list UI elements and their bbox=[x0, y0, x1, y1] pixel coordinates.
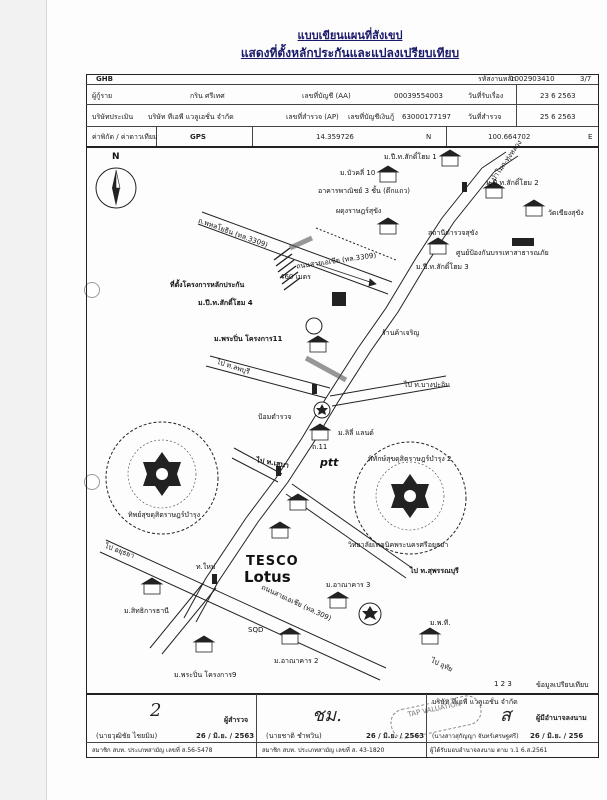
request-date-label: วันที่รับเรื่อง bbox=[468, 92, 504, 100]
compass-icon bbox=[95, 167, 137, 209]
doc-subtitle: แสดงที่ตั้งหลักประกันและแปลงเปรียบเทียบ bbox=[240, 46, 460, 60]
company-label: บริษัทประเมิน bbox=[92, 113, 134, 121]
label-school: ผดุงราษฎร์สุขัง bbox=[336, 207, 382, 215]
lotus-logo: Lotus bbox=[244, 568, 291, 586]
signature-table bbox=[86, 694, 599, 758]
info-table bbox=[86, 74, 599, 148]
shop-icon bbox=[305, 317, 323, 335]
survey-date-label: วันที่สำรวจ bbox=[468, 113, 502, 121]
authorized-license: ผู้ได้รับมอบอำนาจลงนาม ตาม ว.1 6.ส.2561 bbox=[430, 747, 548, 754]
label-to-tapra: ไป ท.สุพรรณบุรี bbox=[410, 567, 459, 575]
page-no: 3/7 bbox=[580, 75, 592, 83]
label-distance: 460 เมตร bbox=[280, 273, 311, 281]
label-police-post: ป้อมตำรวจ bbox=[258, 413, 292, 421]
request-date-value: 23 6 2563 bbox=[540, 92, 576, 100]
label-temple: วัดเขียงสุขัง bbox=[548, 209, 584, 217]
label-collateral-2: ม.ปี.ท.สักดิ์โฮม 4 bbox=[198, 299, 253, 307]
label-ptt-name: พิทักษ์สุขดุสิตราษฎร์บำรุง 2 bbox=[368, 455, 452, 463]
label-m-prapin9: ม.พระปิ่น โครงการ9 bbox=[174, 671, 237, 679]
legend-numbers: 1 2 3 bbox=[494, 680, 512, 688]
label-m-porwipa: ม.ปี.ท.สักดิ์โฮม 1 bbox=[384, 153, 437, 161]
left-compare-circle bbox=[105, 421, 219, 535]
house-icon bbox=[140, 149, 546, 653]
label-compare: ข้อมูลเปรียบเทียบ bbox=[536, 681, 589, 689]
left-cross-road bbox=[231, 447, 283, 483]
truck-icon bbox=[512, 238, 534, 246]
lower-main-road bbox=[99, 539, 387, 681]
longitude-value: 100.664702 bbox=[488, 133, 531, 141]
label-shop: ร้านค้าเจริญ bbox=[382, 329, 420, 337]
label-m-lilly: ม.ลิลี่ แลนด์ bbox=[338, 429, 374, 437]
account-value: 00039554003 bbox=[394, 92, 443, 100]
ptt-logo: ptt bbox=[320, 456, 339, 469]
label-to-bangpa: ไป ท.บางปะอิน bbox=[404, 381, 451, 389]
account-label: เลขที่บัญชี (AA) bbox=[302, 92, 351, 100]
punch-hole bbox=[84, 282, 100, 298]
signature-mid: ชม. bbox=[312, 705, 342, 726]
punch-hole bbox=[84, 474, 100, 490]
ap-value: 63000177197 bbox=[402, 113, 451, 121]
coord-label: ค่าพิกัด / ค่าดาวเทียม bbox=[92, 133, 158, 141]
label-collateral-1: ที่ตั้งโครงการหลักประกัน bbox=[170, 281, 245, 289]
label-m-anthika3: ม.อาณาคาร 3 bbox=[326, 581, 371, 589]
label-sqd: SQD bbox=[248, 626, 264, 634]
label-left-circle: ทิพย์สุขดุสิตราษฎร์บำรุง bbox=[128, 511, 201, 519]
longitude-suffix: E bbox=[588, 133, 593, 141]
reviewer-license: สมาชิก สบท. ประเภทสามัญ เลขที่ ส. 43-182… bbox=[262, 747, 385, 754]
label-m-inthira: ม.สิทธิการธานี bbox=[124, 607, 169, 615]
middle-cross-road bbox=[205, 355, 449, 407]
borrower-label: ผู้กู้ราย bbox=[92, 92, 113, 100]
label-m-lakdi2: ม.ปี.ท.สักดิ์โฮม 2 bbox=[486, 179, 539, 187]
case-no-value: 1002903410 bbox=[510, 75, 555, 83]
right-compare-circle bbox=[353, 441, 467, 555]
doc-title: แบบเขียนแผนที่สังเขป bbox=[297, 29, 403, 42]
latitude-value: 14.359726 bbox=[316, 133, 354, 141]
surveyor-license: สมาชิก สบท. ประเภทสามัญ เลขที่ ส.56-5478 bbox=[92, 747, 213, 754]
reviewer-name: (นายชาติ ชำพวิน) bbox=[266, 732, 322, 740]
case-no-label: รหัสงานหลัก bbox=[478, 75, 516, 83]
label-police: สถานีตำรวจสุขัง bbox=[428, 229, 478, 237]
survey-date-value: 25 6 2563 bbox=[540, 113, 576, 121]
page-edge bbox=[0, 0, 47, 800]
label-m-wasanthi: ม.บัวคลี่ 10 bbox=[340, 169, 376, 177]
surveyor-date: 26 / มิ.ย. / 2563 bbox=[196, 732, 255, 740]
label-building-3: อาคารพาณิชย์ 3 ชั้น (ตึกแถว) bbox=[318, 187, 410, 195]
reviewer-date: 26 / มิ.ย. / 2563 bbox=[366, 732, 425, 740]
map-frame bbox=[86, 146, 599, 694]
traffic-light-icon bbox=[212, 182, 467, 584]
label-right-circle: วิทยาลัยเทคนิคพระนครศรีอยุธยา bbox=[348, 541, 449, 549]
label-m-lakdi3: ม.ปี.ท.สักดิ์โฮม 3 bbox=[416, 263, 469, 271]
label-m-anthika2: ม.อาณาคาร 2 bbox=[274, 657, 319, 665]
upper-branch-road bbox=[481, 151, 519, 173]
lower-left-road bbox=[149, 581, 217, 655]
company-footer: บริษัท ทีเอพี แวลูเอชั่น จำกัด bbox=[432, 698, 518, 706]
signature-left: 2 bbox=[150, 700, 162, 721]
north-label: N bbox=[112, 152, 120, 162]
label-m-prapin11: ม.พระปิ่น โครงการ11 bbox=[214, 335, 283, 343]
authorized-name: (นางสาวสุกัญญา จันทร์เศรษฐศรี) bbox=[432, 733, 519, 740]
star-badge-icon bbox=[313, 401, 382, 626]
authorized-label: ผู้มีอำนาจลงนาม bbox=[536, 714, 587, 722]
latitude-suffix: N bbox=[426, 133, 432, 141]
label-soi-road: ถ.11 bbox=[312, 443, 328, 451]
label-m-pt: ม.พ.ที. bbox=[430, 619, 451, 627]
gps-label: GPS bbox=[190, 133, 206, 141]
org-code: GHB bbox=[96, 75, 113, 83]
authorized-date: 26 / มิ.ย. / 256 bbox=[530, 732, 584, 740]
label-center: ศูนย์ป้องกันบรรเทาสาธารณภัย bbox=[456, 249, 549, 257]
company-value: บริษัท ทีเอพี แวลูเอชั่น จำกัด bbox=[148, 113, 234, 121]
collateral-marker bbox=[273, 247, 301, 291]
bank-ref-label: เลขที่บัญชีเงินกู้ bbox=[348, 113, 395, 121]
ap-label: เลขที่สำรวจ (AP) bbox=[286, 113, 339, 121]
tesco-logo: TESCO bbox=[246, 554, 299, 569]
bank-icon bbox=[332, 292, 346, 306]
signature-right: ส bbox=[500, 705, 511, 726]
distance-arrow bbox=[315, 263, 377, 287]
map-canvas bbox=[95, 149, 546, 681]
label-k: ท.ใหม่ bbox=[196, 563, 216, 571]
borrower-name: กริน ศรีเทศ bbox=[190, 92, 225, 100]
surveyor-name: (นายวุฒิชัย ไชยมิม) bbox=[96, 732, 158, 740]
surveyor-label: ผู้สำรวจ bbox=[224, 716, 249, 724]
